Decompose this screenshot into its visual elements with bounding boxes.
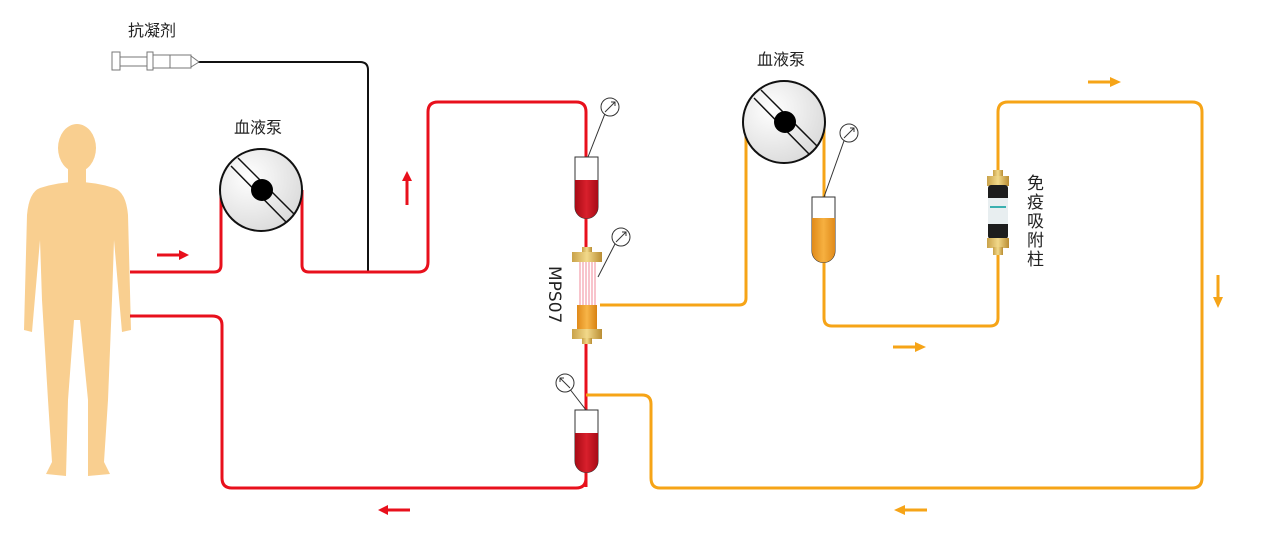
flow-arrow-down-icon [1213,275,1223,308]
drip-chamber-venous-icon [574,409,599,473]
immunoadsorption-column-label: 免 疫 吸 附 柱 [1027,174,1044,270]
svg-text:疫: 疫 [1027,193,1044,213]
anticoagulant-line [198,61,369,272]
plasma-separator-label: MPS07 [544,266,564,323]
flow-arrow-right-icon [157,250,189,260]
plasma-separator-icon [572,247,602,344]
pressure-gauge-icon [587,97,620,158]
pressure-gauge-icon [597,227,631,278]
plasma-line-to-pump [600,125,748,307]
flow-arrow-left-icon [378,505,410,515]
blood-pump-2-icon[interactable] [742,80,826,164]
blood-pump-1-label: 血液泵 [234,118,282,137]
drip-chamber-plasma-icon [811,196,836,263]
immunoadsorption-column-icon [987,170,1009,255]
drip-chamber-arterial-icon [574,156,599,219]
blood-line-arterial [130,190,223,274]
anticoagulant-label: 抗凝剂 [128,21,176,40]
svg-text:吸: 吸 [1027,212,1044,232]
flow-arrow-right-icon [893,342,926,352]
human-silhouette-icon [24,124,131,476]
blood-line-to-separator [300,100,588,487]
plasma-line-to-column [586,100,1204,490]
syringe-icon [111,51,200,71]
svg-text:免: 免 [1027,174,1044,194]
pressure-gauge-icon [823,123,859,198]
flow-arrow-left-icon [894,505,927,515]
blood-pump-2-label: 血液泵 [757,50,805,69]
svg-text:柱: 柱 [1027,250,1044,270]
svg-text:附: 附 [1027,231,1044,251]
flow-arrow-right-icon [1088,77,1121,87]
pressure-gauge-icon [555,373,587,411]
flow-arrow-up-icon [402,171,412,205]
blood-pump-1-icon[interactable] [219,148,303,232]
blood-line-return [130,314,588,490]
